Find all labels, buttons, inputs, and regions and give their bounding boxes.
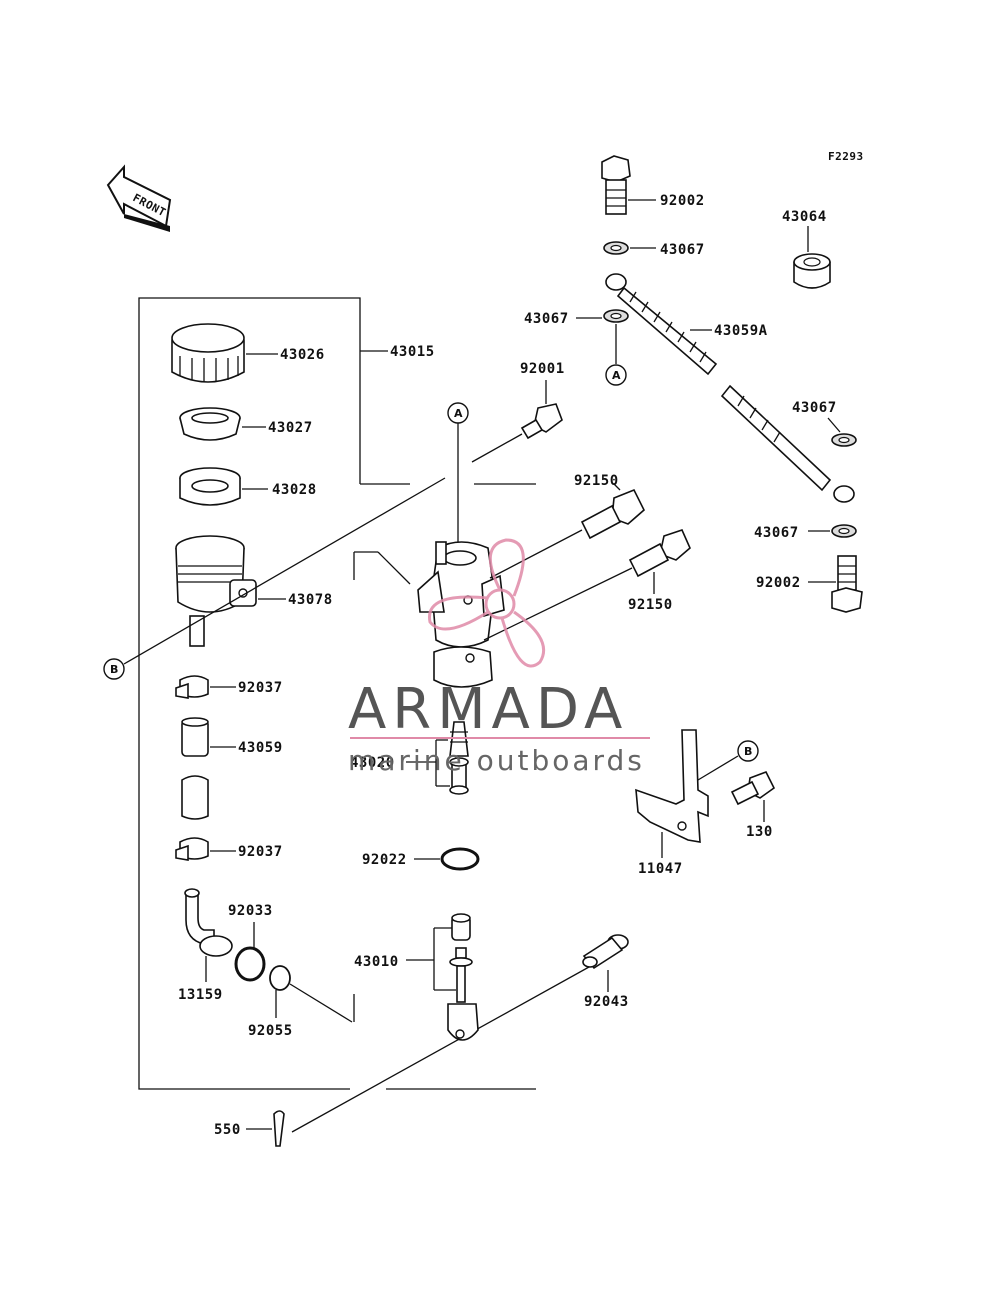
part-label-92002-top: 92002	[660, 193, 705, 209]
part-label-43015: 43015	[390, 344, 435, 360]
snap-ring	[414, 847, 480, 871]
elbow-fitting	[184, 888, 233, 982]
part-label-92150-lower: 92150	[628, 597, 673, 613]
part-label-43010: 43010	[354, 954, 399, 970]
part-label-43028: 43028	[272, 482, 317, 498]
bolt-92001	[471, 380, 563, 463]
callout-b-left: B	[103, 477, 446, 680]
master-cylinder-body	[353, 541, 505, 688]
part-label-43059: 43059	[238, 740, 283, 756]
callout-b-right: B	[737, 740, 759, 762]
reservoir-cap	[171, 323, 278, 383]
part-label-92055: 92055	[248, 1023, 293, 1039]
washer-lower-1	[827, 417, 857, 447]
clevis-pin	[582, 934, 629, 992]
part-label-92150-upper: 92150	[574, 473, 619, 489]
part-label-43020: 43020	[350, 755, 395, 771]
part-label-92037-top: 92037	[238, 680, 283, 696]
washer-top	[603, 241, 656, 255]
part-label-92002-bottom: 92002	[756, 575, 801, 591]
part-label-550: 550	[214, 1122, 241, 1138]
part-label-43067-b: 43067	[524, 311, 569, 327]
part-label-13159: 13159	[178, 987, 223, 1003]
push-rod-assembly	[406, 913, 479, 1041]
part-label-43067-c: 43067	[792, 400, 837, 416]
part-label-43078: 43078	[288, 592, 333, 608]
svg-text:A: A	[454, 407, 463, 420]
svg-text:B: B	[744, 745, 752, 758]
reservoir-tank	[175, 535, 286, 647]
part-label-130: 130	[746, 824, 773, 840]
o-ring	[269, 965, 355, 1023]
svg-text:A: A	[612, 369, 621, 382]
diaphragm-plate	[179, 407, 266, 441]
washer-mid	[576, 309, 629, 364]
bolt-92150-lower	[483, 529, 691, 641]
banjo-bolt-top	[601, 155, 656, 215]
diaphragm	[179, 467, 268, 506]
part-label-11047: 11047	[638, 861, 683, 877]
circlip	[234, 922, 266, 982]
watermark-subtitle: marine outboards	[348, 744, 645, 777]
part-label-92022: 92022	[362, 852, 407, 868]
callout-a-center: A	[447, 402, 469, 556]
part-label-43064: 43064	[782, 209, 827, 225]
hose-clamp-top	[175, 675, 236, 699]
watermark-title: ARMADA	[348, 677, 628, 742]
part-label-43067-a: 43067	[660, 242, 705, 258]
bolt-130	[730, 770, 776, 822]
reservoir-hose	[181, 717, 236, 820]
hose-grommet	[793, 226, 831, 289]
cotter-pin	[246, 961, 599, 1147]
brake-hose	[605, 273, 855, 503]
part-label-92033: 92033	[228, 903, 273, 919]
svg-text:B: B	[110, 663, 118, 676]
part-label-92043: 92043	[584, 994, 629, 1010]
hose-clamp-bottom	[175, 837, 236, 861]
part-label-92001: 92001	[520, 361, 565, 377]
bolt-92150-upper	[489, 483, 645, 579]
part-label-92037-bottom: 92037	[238, 844, 283, 860]
mounting-bracket	[635, 729, 739, 858]
armada-watermark: ARMADA marine outboards	[348, 538, 650, 777]
figure-code: F2293	[828, 150, 864, 163]
part-label-43027: 43027	[268, 420, 313, 436]
propeller-logo-icon	[428, 538, 546, 668]
callout-a-right: A	[605, 364, 627, 386]
banjo-bolt-bottom	[808, 555, 863, 613]
assembly-frame	[138, 297, 536, 1090]
part-label-43059A: 43059A	[714, 323, 768, 339]
part-label-43067-d: 43067	[754, 525, 799, 541]
washer-lower-2	[808, 524, 857, 538]
front-arrow-icon: FRONT	[106, 164, 172, 232]
part-label-43026: 43026	[280, 347, 325, 363]
